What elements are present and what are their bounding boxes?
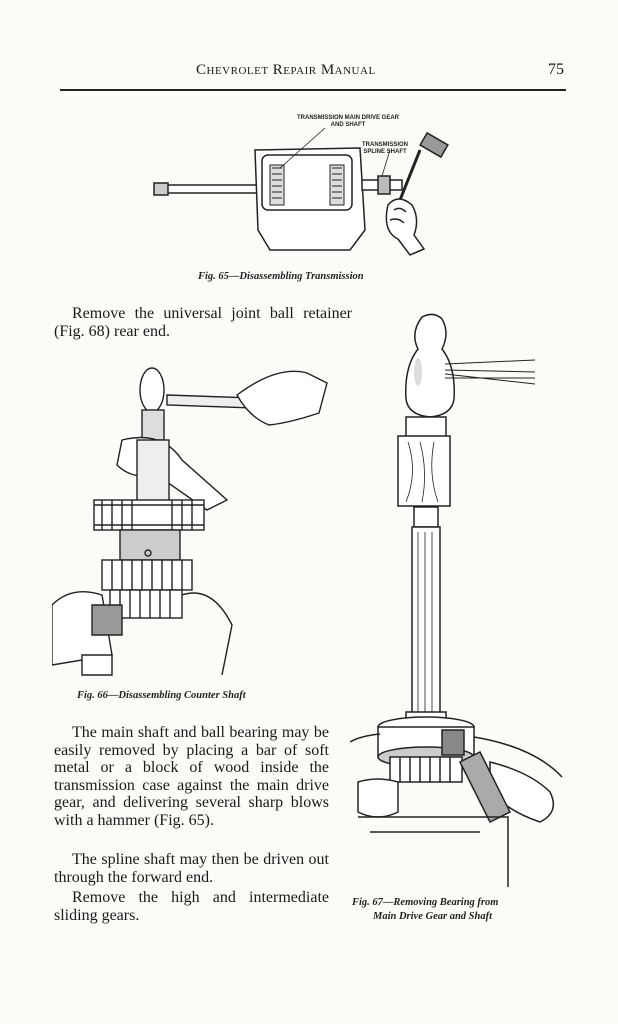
fig65-caption: Fig. 65—Disassembling Transmission (198, 271, 364, 282)
fig67-caption-line1: Fig. 67—Removing Bearing from (352, 897, 499, 908)
fig66-caption: Fig. 66—Disassembling Counter Shaft (77, 690, 246, 701)
body-paragraph-2: The main shaft and ball bearing may be e… (54, 724, 329, 829)
body-paragraph-4: Remove the high and intermediate sliding… (54, 889, 329, 924)
fig67-illustration (350, 312, 570, 892)
page-number: 75 (548, 61, 564, 78)
fig66-illustration (52, 355, 342, 680)
fig65-illustration (150, 110, 460, 265)
running-title: Chevrolet Repair Manual (196, 62, 376, 78)
page-header: Chevrolet Repair Manual 75 (60, 60, 566, 86)
body-paragraph-3: The spline shaft may then be driven out … (54, 851, 329, 886)
fig65-callout-main-drive: TRANSMISSION MAIN DRIVE GEAR AND SHAFT (296, 115, 399, 128)
fig67-caption-line2: Main Drive Gear and Shaft (373, 911, 493, 922)
header-rule (60, 89, 566, 91)
body-paragraph-1: Remove the universal joint ball retainer… (54, 305, 352, 340)
fig65-callout-spline: TRANSMISSION SPLINE SHAFT (361, 142, 408, 155)
